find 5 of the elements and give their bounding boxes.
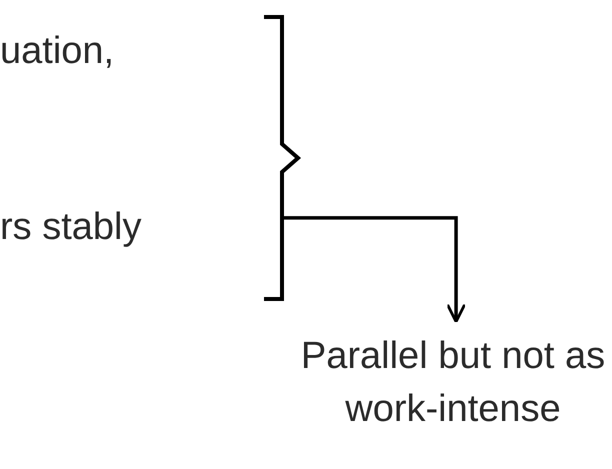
arrow — [282, 216, 466, 324]
text-label: rs stably — [0, 205, 142, 250]
text-label: Parallel but not as work-intense — [300, 334, 606, 432]
curly-brace — [262, 14, 302, 302]
text-label: uation, — [0, 29, 116, 74]
